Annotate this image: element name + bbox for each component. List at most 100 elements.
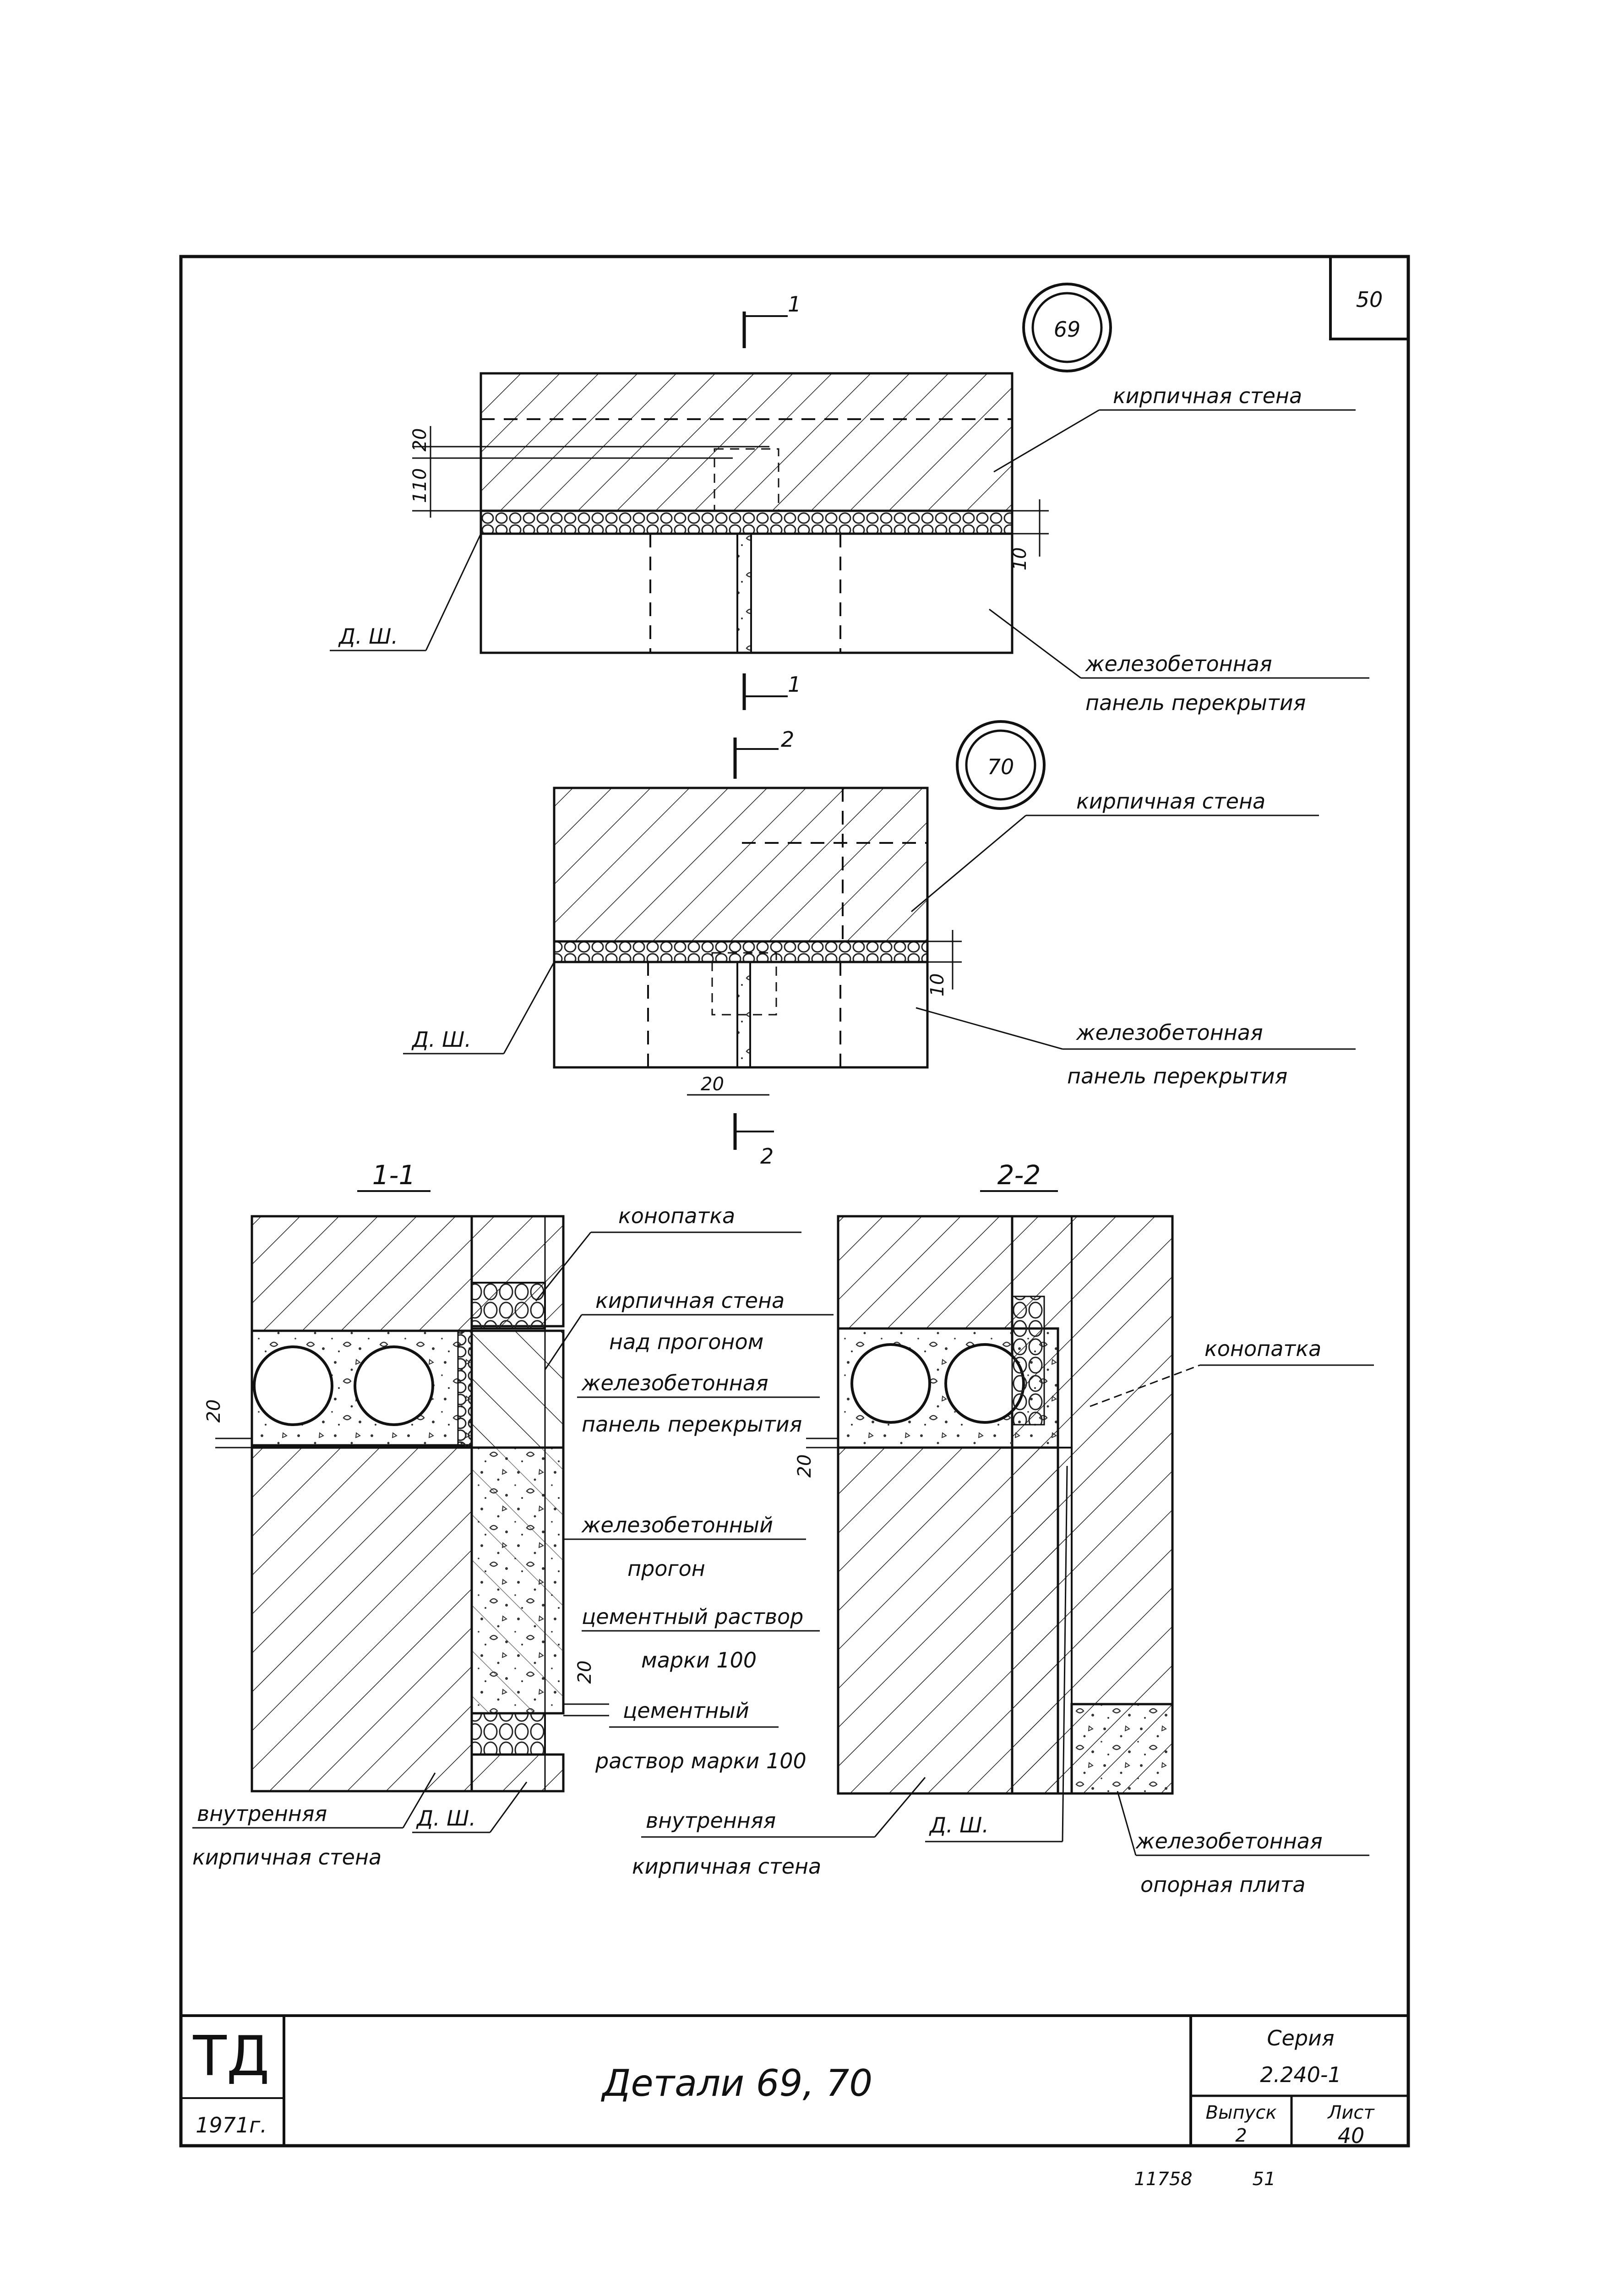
detail-69-label-panel-1: железобетонная (1085, 651, 1272, 676)
detail-69-badge-outer (1022, 283, 1112, 372)
section-1-1-label-dsh: Д. Ш. (416, 1806, 476, 1831)
detail-69-joint (736, 533, 752, 654)
detail-69-leader-wall (993, 409, 1100, 473)
section-1-1-dim-20-lower: 20 (574, 1661, 595, 1684)
section-2-2-panel-void-1 (850, 1343, 931, 1424)
detail-70-joint (736, 961, 751, 1068)
sheet-label: Лист (1327, 2102, 1375, 2123)
series-value: 2.240-1 (1260, 2062, 1341, 2087)
detail-69-dim-10: 10 (1009, 547, 1030, 571)
detail-70-leader-wall (911, 815, 1026, 913)
detail-70-label-panel-1: железобетонная (1076, 1020, 1263, 1045)
detail-69-label-wall: кирпичная стена (1113, 383, 1302, 408)
section-1-1-label-panel-2: панель перекрытия (582, 1412, 802, 1437)
section-1-1-label-mortar-a2: марки 100 (641, 1648, 757, 1673)
detail-70-badge-inner (965, 729, 1036, 801)
section-2-2-dim-20: 20 (794, 1454, 815, 1478)
detail-70-section-mark-bottom: 2 (760, 1144, 774, 1169)
section-1-1-label-mortar-b1: цементный (623, 1698, 749, 1723)
section-1-1: 1-1 20 20 конопатка (192, 1159, 834, 1870)
detail-70-label-wall: кирпичная стена (1076, 789, 1265, 814)
section-1-1-caulking-column (457, 1330, 473, 1449)
section-2-2-label-plate-1: железобетонная (1135, 1829, 1323, 1853)
section-1-1-label-purlin-2: прогон (627, 1556, 705, 1581)
section-2-2-inner-wall (837, 1446, 1059, 1795)
section-1-1-dim-20-left: 20 (203, 1399, 224, 1423)
corner-number: 50 (1356, 287, 1383, 312)
detail-69-leader-panel (989, 608, 1081, 679)
detail-70-dim-10: 10 (927, 973, 948, 997)
detail-69-dim-110: 110 (409, 468, 431, 503)
detail-69: 69 1 1 20 110 10 кирпичная стена (330, 283, 1369, 715)
detail-69-section-mark-top: 1 (788, 292, 801, 317)
detail-70-dim-20: 20 (701, 1074, 724, 1095)
issue-label: Выпуск (1206, 2102, 1277, 2123)
detail-69-badge-inner (1031, 292, 1103, 363)
section-1-1-title: 1-1 (372, 1159, 416, 1191)
section-1-1-label-wall-above-1: кирпичная стена (595, 1288, 785, 1313)
section-2-2-leader-dsh (1062, 1465, 1068, 1842)
section-1-1-label-mortar-a1: цементный раствор (582, 1604, 803, 1629)
section-1-1-lower-wall-right (470, 1753, 565, 1793)
detail-69-brick-wall (480, 372, 1014, 512)
section-2-2-caulking (1011, 1296, 1045, 1426)
detail-70-leader-panel (916, 1007, 1063, 1050)
detail-70-section-mark-top: 2 (781, 727, 794, 752)
section-1-1-leader-dsh (489, 1782, 528, 1833)
section-1-1-label-purlin-1: железобетонный (581, 1513, 773, 1537)
section-1-1-caulking-top (471, 1282, 546, 1329)
section-2-2-leader-plate (1117, 1791, 1137, 1856)
detail-69-dim-20: 20 (409, 428, 431, 452)
detail-70-badge-number: 70 (987, 754, 1014, 779)
section-1-1-leader-inner-wall (402, 1772, 436, 1828)
sheet-frame (179, 255, 1410, 2148)
detail-70-brick-wall (553, 787, 929, 943)
detail-70: 70 2 2 20 10 кирпичная стена железобетон… (403, 720, 1356, 1169)
title-block: ТД 1971г. Детали 69, 70 Серия 2.240-1 Вы… (181, 2014, 1408, 2148)
section-2-2-leader-inner-wall (874, 1777, 926, 1837)
detail-70-label-panel-2: панель перекрытия (1067, 1064, 1287, 1088)
section-1-1-label-konopatka: конопатка (618, 1203, 735, 1228)
detail-69-caulking-strip (480, 509, 1014, 535)
detail-69-badge-number: 69 (1054, 317, 1081, 342)
section-1-1-label-inner-1: внутренняя (197, 1801, 327, 1826)
section-2-2-label-plate-2: опорная плита (1140, 1872, 1305, 1897)
section-1-1-panel-void-1 (253, 1345, 333, 1426)
section-1-1-caulking-bottom (471, 1712, 546, 1755)
section-1-1-label-panel-1: железобетонная (581, 1371, 768, 1395)
section-1-1-upper-wall (251, 1215, 473, 1332)
detail-70-label-dsh: Д. Ш. (411, 1027, 471, 1052)
detail-69-label-dsh: Д. Ш. (338, 624, 398, 649)
section-1-1-leader-konopatka (535, 1232, 592, 1301)
sheet-value: 40 (1338, 2123, 1365, 2148)
section-1-1-label-mortar-b2: раствор марки 100 (595, 1749, 807, 1773)
footer-page-number: 51 (1253, 2169, 1276, 2190)
section-2-2-label-konopatka: конопатка (1204, 1336, 1321, 1361)
section-2-2-label-inner-2: кирпичная стена (632, 1854, 821, 1879)
title-block-year: 1971г. (196, 2113, 267, 2137)
detail-70-leader-dsh (503, 962, 555, 1054)
section-1-1-leader-wall-above (544, 1314, 583, 1370)
detail-70-caulking-strip (553, 940, 929, 963)
section-1-1-label-wall-above-2: над прогоном (609, 1329, 763, 1354)
detail-69-leader-dsh (425, 533, 482, 651)
section-2-2-upper-wall (837, 1215, 1014, 1330)
corner-number-box (1329, 255, 1410, 340)
section-1-1-inner-wall (251, 1446, 473, 1793)
section-2-2: 2-2 20 конопатка внутренняя кирпичная ст… (632, 1159, 1374, 1897)
section-2-2-support-plate (1070, 1703, 1174, 1795)
drawing-title: Детали 69, 70 (601, 2062, 872, 2105)
section-1-1-panel-void-2 (354, 1345, 434, 1426)
section-2-2-label-inner-1: внутренняя (646, 1808, 776, 1833)
footer-archive-number: 11758 (1134, 2169, 1192, 2190)
detail-70-badge-outer (956, 720, 1046, 810)
section-2-2-leader-konopatka (1090, 1364, 1200, 1407)
section-2-2-label-dsh: Д. Ш. (929, 1813, 989, 1837)
section-2-2-title: 2-2 (997, 1159, 1041, 1191)
section-1-1-label-inner-2: кирпичная стена (192, 1845, 381, 1870)
section-1-1-purlin-hatch (472, 1448, 563, 1713)
series-label: Серия (1267, 2026, 1334, 2050)
detail-69-label-panel-2: панель перекрытия (1085, 690, 1306, 715)
issue-value: 2 (1235, 2125, 1247, 2146)
